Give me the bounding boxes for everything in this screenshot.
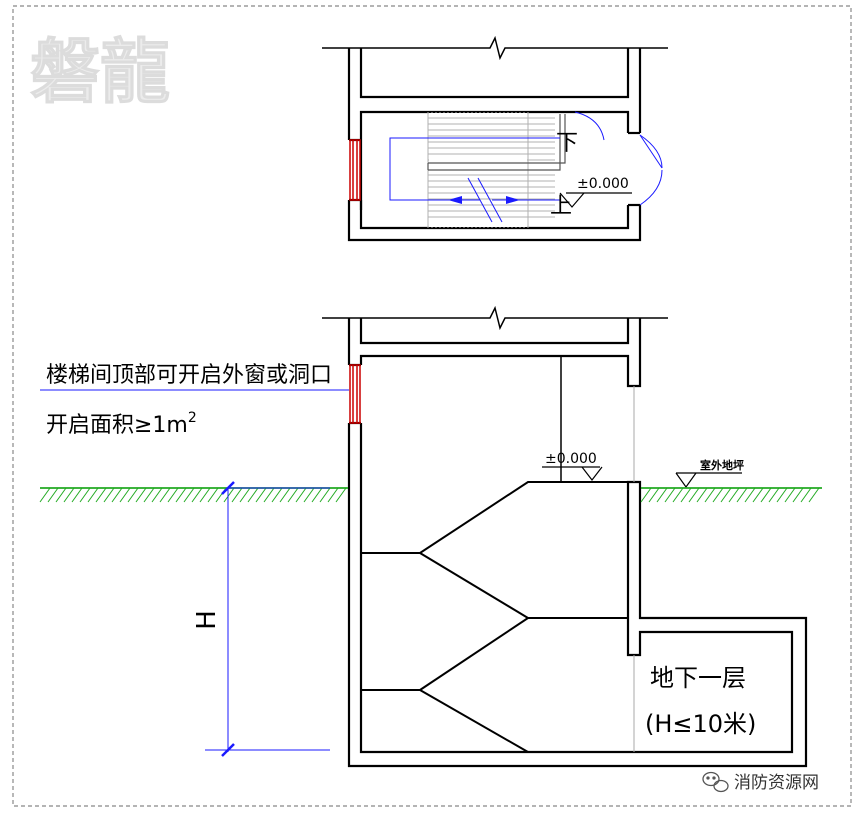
hatch-mark — [688, 487, 700, 503]
hatch-mark — [768, 487, 780, 503]
hatch-mark — [327, 487, 339, 503]
hatch-mark — [119, 487, 131, 503]
hatch-mark — [303, 487, 315, 503]
window-note-line1: 楼梯间顶部可开启外窗或洞口 — [46, 363, 332, 388]
stair-section: ±0.000 室外地坪 楼梯间顶部可开启外窗或洞口 开启面积≥1m2 — [39, 305, 822, 768]
hatch-mark — [263, 487, 275, 503]
hatch-mark — [760, 487, 772, 503]
hatch-mark — [95, 487, 107, 503]
hatch-mark — [223, 487, 235, 503]
hatch-mark — [776, 487, 788, 503]
hatch-mark — [207, 487, 219, 503]
hatch-mark — [151, 487, 163, 503]
window-note-text: 开启面积≥1m — [46, 413, 188, 438]
section-break-icon — [322, 305, 668, 331]
room-condition: (H≤10米) — [645, 710, 756, 738]
hatch-mark — [191, 487, 203, 503]
hatch-mark — [143, 487, 155, 503]
hatch-mark — [792, 487, 804, 503]
hatch-mark — [752, 487, 764, 503]
hatch-mark — [167, 487, 179, 503]
dimension-h — [205, 481, 330, 757]
wechat-icon — [702, 771, 729, 793]
hatch-mark — [71, 487, 83, 503]
hatch-mark — [696, 487, 708, 503]
hatch-mark — [135, 487, 147, 503]
hatch-mark — [79, 487, 91, 503]
hatch-mark — [736, 487, 748, 503]
up-label: 上 — [550, 194, 572, 219]
hatch-mark — [247, 487, 259, 503]
window-note-line2: 开启面积≥1m2 — [46, 410, 197, 438]
hatch-mark — [648, 487, 660, 503]
hatch-mark — [664, 487, 676, 503]
hatch-mark — [295, 487, 307, 503]
window-note-sup: 2 — [188, 410, 197, 426]
brand-text: 消防资源网 — [734, 773, 819, 793]
brand-footer: 消防资源网 — [702, 771, 819, 793]
plan-level-label: ±0.000 — [577, 176, 629, 192]
hatch-mark — [672, 487, 684, 503]
level-marker-icon — [675, 472, 742, 489]
stair-plan: 下 上 ±0.000 — [322, 35, 668, 242]
ground-hatch-left — [39, 487, 348, 503]
hatch-mark — [111, 487, 123, 503]
hatch-mark — [335, 487, 347, 503]
hatch-mark — [744, 487, 756, 503]
hatch-mark — [63, 487, 75, 503]
hatch-mark — [239, 487, 251, 503]
room-name: 地下一层 — [650, 664, 746, 692]
plan-door — [574, 111, 663, 206]
hatch-mark — [87, 487, 99, 503]
hatch-mark — [808, 487, 820, 503]
hatch-mark — [680, 487, 692, 503]
level-marker-icon — [559, 192, 632, 208]
hatch-mark — [704, 487, 716, 503]
hatch-mark — [39, 487, 51, 503]
hatch-mark — [784, 487, 796, 503]
section-level-label: ±0.000 — [545, 451, 597, 467]
outdoor-ground-label: 室外地坪 — [700, 458, 744, 472]
hatch-mark — [287, 487, 299, 503]
section-break-icon — [322, 35, 668, 61]
hatch-mark — [656, 487, 668, 503]
arrow-icon — [448, 196, 520, 204]
hatch-mark — [279, 487, 291, 503]
hatch-mark — [231, 487, 243, 503]
hatch-mark — [127, 487, 139, 503]
hatch-mark — [55, 487, 67, 503]
down-label: 下 — [556, 131, 578, 156]
watermark: 磐龍 — [30, 31, 170, 113]
hatch-mark — [720, 487, 732, 503]
hatch-mark — [712, 487, 724, 503]
level-marker-icon — [542, 466, 603, 481]
hatch-mark — [311, 487, 323, 503]
hatch-mark — [640, 487, 652, 503]
hatch-mark — [800, 487, 812, 503]
ground-hatch-right — [640, 487, 822, 503]
hatch-mark — [199, 487, 211, 503]
hatch-mark — [159, 487, 171, 503]
hatch-mark — [183, 487, 195, 503]
dimension-label: H — [192, 610, 222, 630]
hatch-mark — [319, 487, 331, 503]
plan-window — [349, 139, 361, 201]
hatch-mark — [255, 487, 267, 503]
section-window — [349, 364, 361, 424]
hatch-mark — [271, 487, 283, 503]
hatch-mark — [103, 487, 115, 503]
hatch-mark — [728, 487, 740, 503]
hatch-mark — [47, 487, 59, 503]
hatch-mark — [175, 487, 187, 503]
